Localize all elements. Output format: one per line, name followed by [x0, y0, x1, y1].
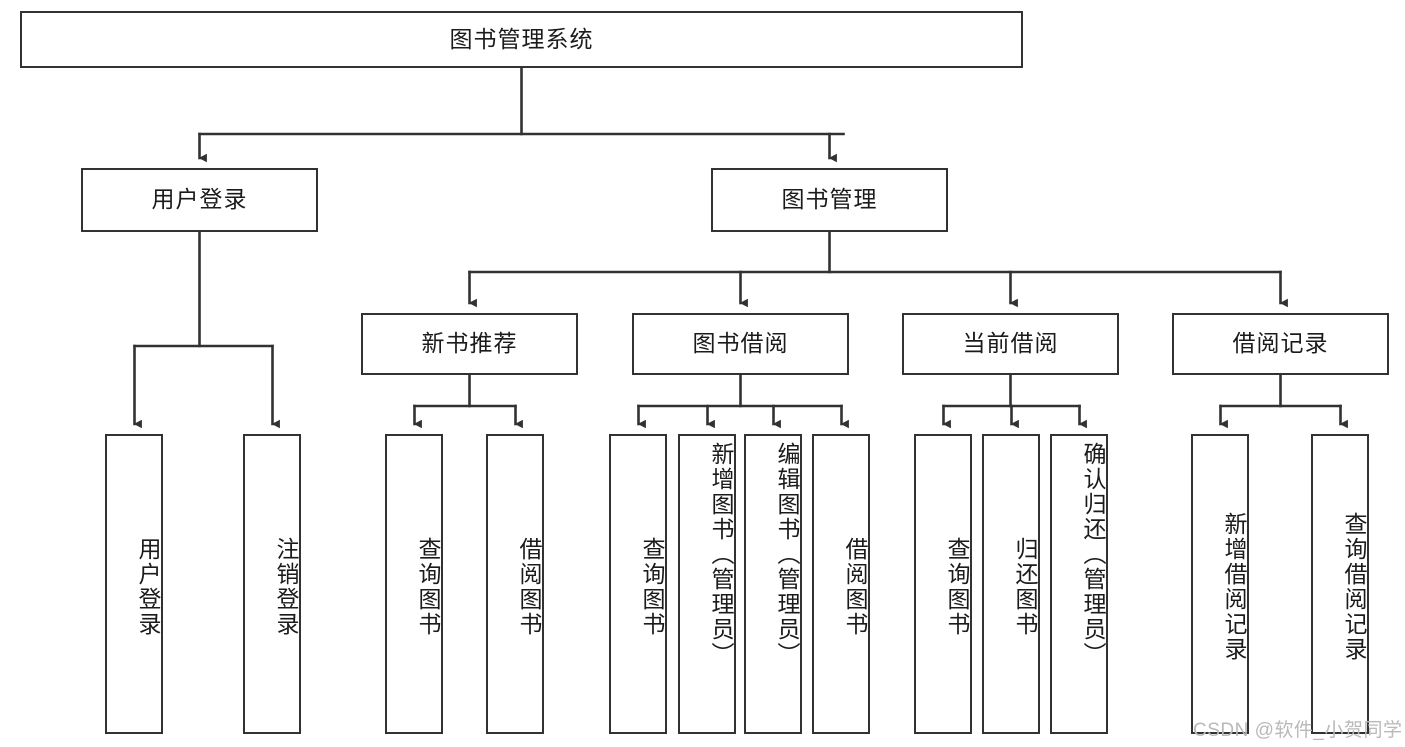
node-leaf-return-book-label: 归还图书: [1012, 537, 1038, 637]
node-leaf-query-book-borrow[interactable]: 查询图书: [609, 434, 667, 734]
edge-book-manage-to-level3: [468, 230, 1288, 308]
node-current-borrow-label: 当前借阅: [962, 330, 1059, 357]
node-leaf-add-book[interactable]: 新增图书（管理员）: [678, 434, 736, 734]
edge-borrow-record-to-leaves: [1219, 373, 1348, 429]
node-borrow-record[interactable]: 借阅记录: [1172, 313, 1389, 375]
node-root[interactable]: 图书管理系统: [20, 11, 1023, 68]
node-leaf-query-record[interactable]: 查询借阅记录: [1311, 434, 1369, 734]
node-leaf-query-book-borrow-label: 查询图书: [639, 537, 665, 637]
csdn-watermark: CSDN @软件_小贺同学: [1193, 720, 1403, 741]
node-leaf-add-record-label: 新增借阅记录: [1221, 512, 1247, 662]
node-book-manage[interactable]: 图书管理: [711, 168, 948, 232]
node-new-book-rec-label: 新书推荐: [421, 330, 518, 357]
node-leaf-logout-label: 注销登录: [273, 537, 299, 637]
node-leaf-confirm-return-label: 确认归还（管理员）: [1080, 442, 1106, 667]
node-leaf-query-book-rec[interactable]: 查询图书: [385, 434, 443, 734]
node-leaf-query-book-cur[interactable]: 查询图书: [914, 434, 972, 734]
node-book-manage-label: 图书管理: [781, 186, 878, 213]
edge-new-book-rec-to-leaves: [413, 373, 523, 429]
node-book-borrow-label: 图书借阅: [692, 330, 789, 357]
node-user-login-label: 用户登录: [151, 186, 248, 213]
node-leaf-return-book[interactable]: 归还图书: [982, 434, 1040, 734]
node-new-book-rec[interactable]: 新书推荐: [361, 313, 578, 375]
node-leaf-edit-book-label: 编辑图书（管理员）: [774, 442, 800, 667]
edge-current-borrow-to-leaves: [942, 373, 1087, 429]
node-leaf-borrow-book-label: 借阅图书: [842, 537, 868, 637]
node-leaf-query-book-rec-label: 查询图书: [415, 537, 441, 637]
node-book-borrow[interactable]: 图书借阅: [632, 313, 849, 375]
node-leaf-query-record-label: 查询借阅记录: [1341, 512, 1367, 662]
node-leaf-borrow-book[interactable]: 借阅图书: [812, 434, 870, 734]
edge-user-login-to-leaves: [133, 230, 280, 429]
node-leaf-user-login-label: 用户登录: [135, 537, 161, 637]
node-leaf-user-login[interactable]: 用户登录: [105, 434, 163, 734]
node-leaf-confirm-return[interactable]: 确认归还（管理员）: [1050, 434, 1108, 734]
node-leaf-logout[interactable]: 注销登录: [243, 434, 301, 734]
node-current-borrow[interactable]: 当前借阅: [902, 313, 1119, 375]
node-user-login[interactable]: 用户登录: [81, 168, 318, 232]
node-leaf-add-record[interactable]: 新增借阅记录: [1191, 434, 1249, 734]
node-leaf-borrow-book-rec[interactable]: 借阅图书: [486, 434, 544, 734]
edge-book-borrow-to-leaves: [637, 373, 849, 429]
node-borrow-record-label: 借阅记录: [1232, 330, 1329, 357]
edge-root-to-level2: [198, 66, 845, 163]
node-leaf-add-book-label: 新增图书（管理员）: [708, 442, 734, 667]
node-leaf-borrow-book-rec-label: 借阅图书: [516, 537, 542, 637]
node-leaf-edit-book[interactable]: 编辑图书（管理员）: [744, 434, 802, 734]
node-root-label: 图书管理系统: [449, 25, 594, 52]
node-leaf-query-book-cur-label: 查询图书: [944, 537, 970, 637]
